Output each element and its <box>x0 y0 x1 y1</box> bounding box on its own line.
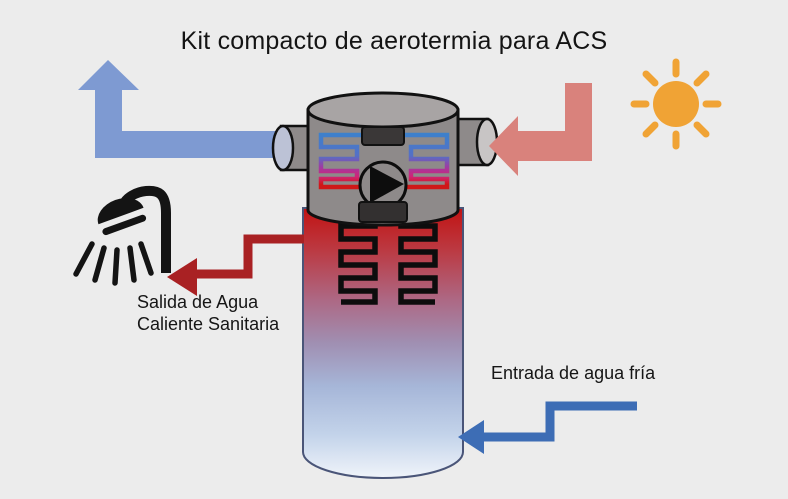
hot-water-label-line2: Caliente Sanitaria <box>137 314 280 334</box>
top-connector-block <box>361 126 405 146</box>
evaporator-coil-left <box>318 132 381 190</box>
bottom-connector-block <box>358 201 408 223</box>
shower-icon <box>73 185 171 286</box>
refrigerant-coils <box>318 132 450 190</box>
hot-water-label: Salida de Agua Caliente Sanitaria <box>137 291 279 335</box>
heat-pump-unit <box>271 91 499 227</box>
diagram-title: Kit compacto de aerotermia para ACS <box>180 27 608 55</box>
sun-icon <box>630 58 722 150</box>
warm-air-arrow <box>489 83 592 176</box>
fan-triangle <box>370 166 404 203</box>
cold-water-arrow <box>458 401 637 454</box>
water-tank <box>302 207 464 479</box>
exhaust-air-arrow <box>78 60 287 158</box>
compressor-fan-icon <box>358 160 408 210</box>
left-port-opening <box>271 124 295 172</box>
cold-water-label: Entrada de agua fría <box>491 363 656 383</box>
hot-water-label-line1: Salida de Agua <box>137 292 259 312</box>
unit-lid <box>306 91 460 129</box>
hot-water-arrow <box>167 234 304 296</box>
evaporator-coil-right <box>386 132 450 190</box>
